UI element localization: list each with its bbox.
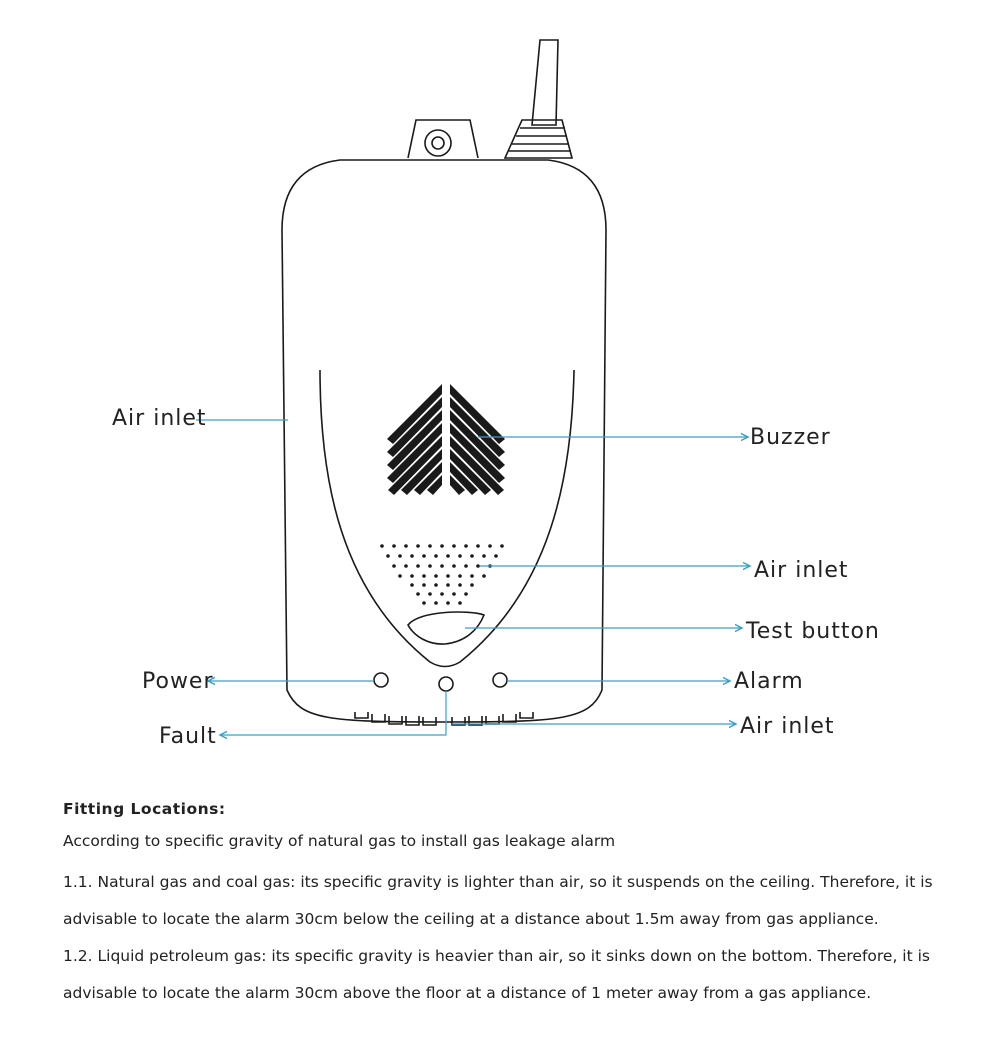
air-inlet-hole — [410, 574, 414, 578]
air-inlet-hole — [464, 564, 468, 568]
item-1-line-1: 1.1. Natural gas and coal gas: its speci… — [63, 873, 933, 891]
air-inlet-hole — [440, 564, 444, 568]
air-inlet-hole — [452, 544, 456, 548]
air-inlet-hole — [464, 592, 468, 596]
item-2-line-2: advisable to locate the alarm 30cm above… — [63, 984, 872, 1002]
label-air-inlet-right: Air inlet — [754, 558, 849, 583]
air-inlet-hole — [446, 574, 450, 578]
alarm-led — [492, 672, 508, 688]
buzzer-stripe — [387, 423, 442, 483]
item-2-line-1: 1.2. Liquid petroleum gas: its specific … — [63, 947, 931, 965]
air-inlet-hole — [422, 554, 426, 558]
air-inlet-hole — [428, 592, 432, 596]
front-panel — [319, 369, 575, 668]
air-inlet-hole — [416, 544, 420, 548]
air-inlet-hole — [434, 574, 438, 578]
air-inlet-hole — [434, 601, 438, 605]
air-inlet-hole — [386, 554, 390, 558]
air-inlet-hole — [446, 583, 450, 587]
air-inlet-hole — [458, 554, 462, 558]
air-inlet-hole — [470, 574, 474, 578]
air-inlet-hole — [422, 601, 426, 605]
label-alarm: Alarm — [734, 669, 804, 694]
air-inlet-hole — [434, 554, 438, 558]
air-inlet-hole — [398, 574, 402, 578]
buzzer-stripe — [387, 384, 442, 444]
buzzer-stripe — [450, 475, 465, 495]
air-inlet-hole — [422, 583, 426, 587]
bottom-vents — [354, 712, 534, 726]
test-button — [407, 611, 486, 645]
label-power: Power — [142, 669, 214, 694]
air-inlet-hole — [500, 544, 504, 548]
fitting-locations-text: Fitting Locations: According to specific… — [63, 800, 963, 1012]
air-inlet-hole — [398, 554, 402, 558]
buzzer-stripe — [450, 423, 505, 483]
air-inlet-dots — [380, 544, 504, 605]
air-inlet-hole — [476, 544, 480, 548]
mounting-tab — [407, 119, 479, 159]
air-inlet-hole — [416, 592, 420, 596]
air-inlet-hole — [458, 601, 462, 605]
air-inlet-hole — [446, 601, 450, 605]
power-cable — [503, 39, 574, 159]
air-inlet-hole — [452, 564, 456, 568]
buzzer-grille — [387, 384, 505, 495]
air-inlet-hole — [392, 564, 396, 568]
air-inlet-hole — [470, 583, 474, 587]
label-buzzer: Buzzer — [750, 425, 831, 450]
air-inlet-hole — [458, 574, 462, 578]
air-inlet-hole — [488, 544, 492, 548]
buzzer-stripe — [450, 397, 505, 457]
buzzer-stripe — [450, 410, 505, 470]
air-inlet-hole — [404, 544, 408, 548]
buzzer-stripe — [401, 449, 442, 495]
air-inlet-hole — [476, 564, 480, 568]
air-inlet-hole — [470, 554, 474, 558]
leader-fault — [220, 691, 447, 735]
air-inlet-hole — [380, 544, 384, 548]
air-inlet-hole — [416, 564, 420, 568]
buzzer-stripe — [388, 436, 442, 495]
label-air-inlet-left: Air inlet — [112, 406, 207, 431]
power-led — [373, 672, 389, 688]
label-fault: Fault — [159, 724, 217, 749]
air-inlet-hole — [494, 554, 498, 558]
label-air-inlet-bottom: Air inlet — [740, 714, 835, 739]
buzzer-stripe — [450, 384, 505, 444]
air-inlet-hole — [446, 554, 450, 558]
air-inlet-hole — [404, 564, 408, 568]
buzzer-stripe — [414, 462, 442, 495]
buzzer-stripe — [387, 410, 442, 470]
section-heading: Fitting Locations: — [63, 800, 226, 818]
device-body — [281, 159, 607, 723]
air-inlet-hole — [428, 544, 432, 548]
buzzer-stripe — [387, 397, 442, 457]
gas-alarm-diagram: Air inlet Buzzer Air inlet Test button P… — [112, 39, 880, 749]
air-inlet-hole — [392, 544, 396, 548]
fault-led — [438, 676, 454, 692]
air-inlet-hole — [434, 583, 438, 587]
air-inlet-hole — [440, 592, 444, 596]
air-inlet-hole — [482, 554, 486, 558]
air-inlet-hole — [482, 574, 486, 578]
air-inlet-hole — [452, 592, 456, 596]
buzzer-stripe — [450, 462, 478, 495]
air-inlet-hole — [464, 544, 468, 548]
air-inlet-hole — [428, 564, 432, 568]
label-test-button: Test button — [745, 619, 880, 644]
air-inlet-hole — [410, 554, 414, 558]
item-1-line-2: advisable to locate the alarm 30cm below… — [63, 910, 879, 928]
air-inlet-hole — [440, 544, 444, 548]
buzzer-stripe — [450, 436, 504, 495]
buzzer-stripe — [450, 449, 491, 495]
intro-text: According to specific gravity of natural… — [63, 832, 616, 850]
air-inlet-hole — [410, 583, 414, 587]
air-inlet-hole — [422, 574, 426, 578]
buzzer-stripe — [427, 475, 442, 495]
air-inlet-hole — [458, 583, 462, 587]
